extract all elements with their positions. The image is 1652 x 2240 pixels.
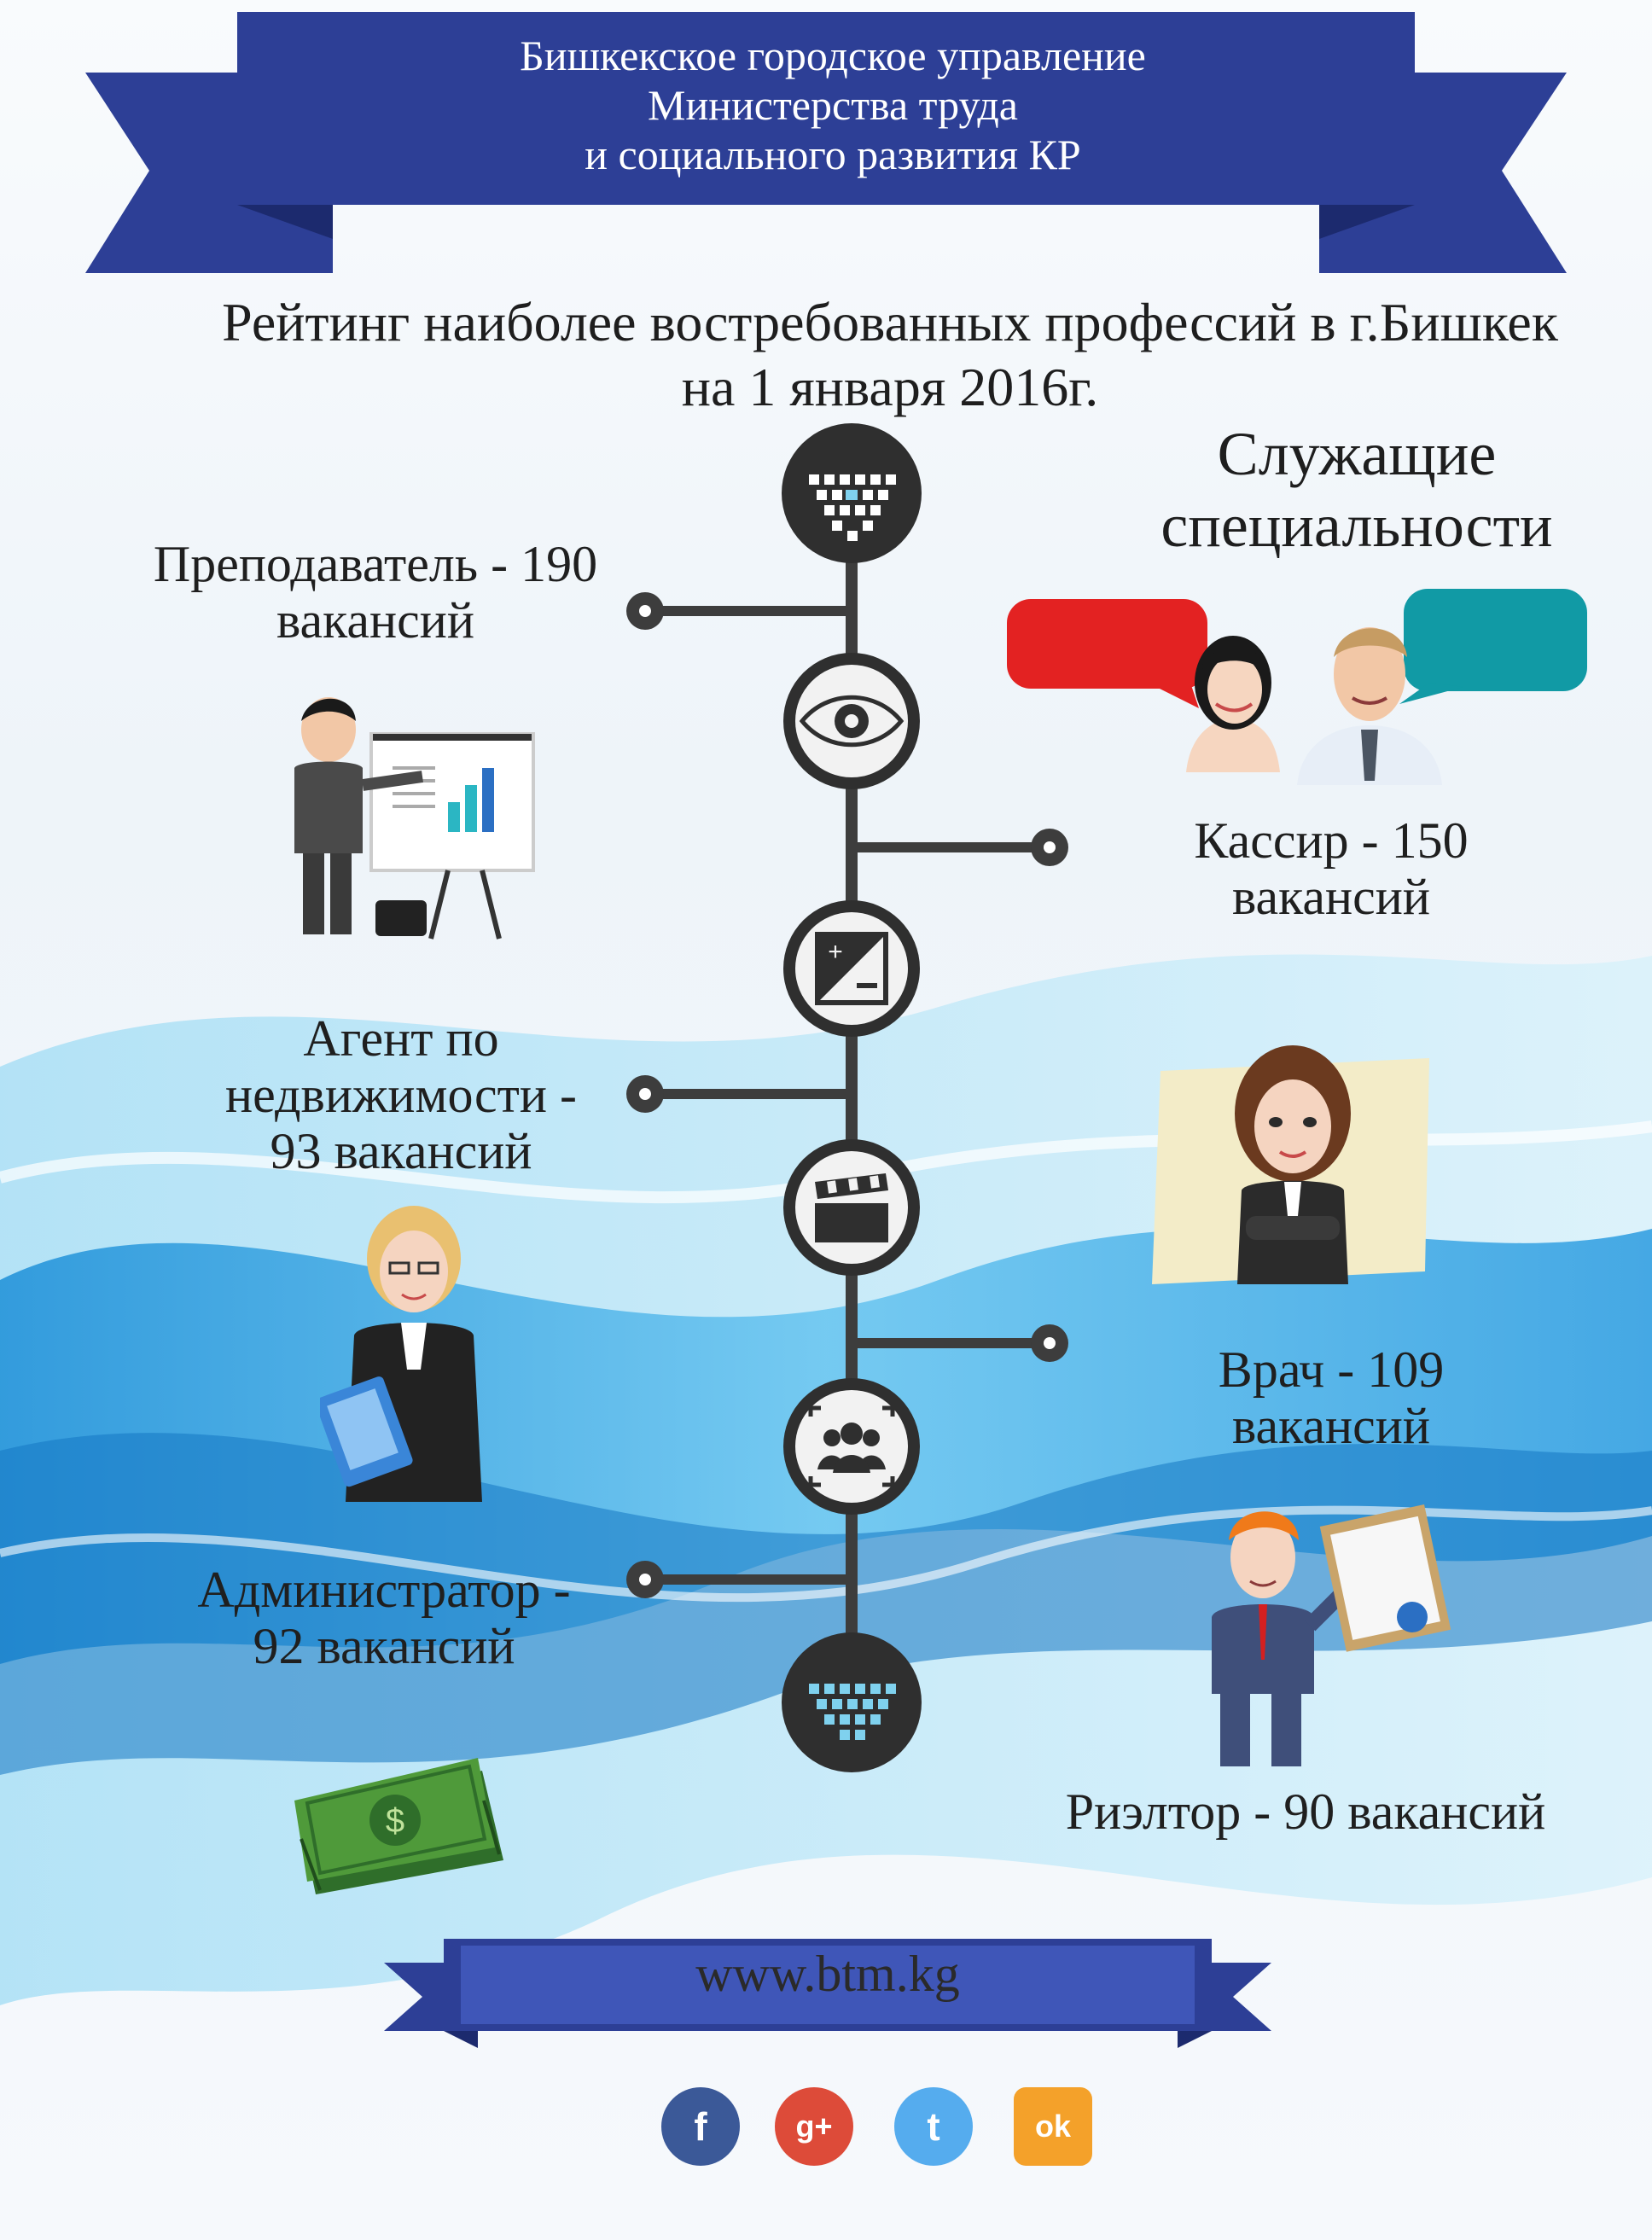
- header-line-3: и социального развития КР: [585, 131, 1081, 178]
- exposure-icon: +: [783, 900, 920, 1037]
- footer-ribbon: [384, 1939, 1271, 2048]
- profession-realtor: Риэлтор - 90 вакансий: [1065, 1783, 1546, 1840]
- svg-text:$: $: [386, 1802, 404, 1840]
- profession-doctor: Врач - 109 вакансий: [1218, 1341, 1445, 1454]
- arrow-down-icon: [782, 423, 922, 563]
- header-ribbon: [85, 12, 1567, 273]
- eye-icon: [783, 653, 920, 789]
- twitter-icon[interactable]: t: [894, 2087, 973, 2166]
- title-line-2: на 1 января 2016г.: [681, 357, 1099, 417]
- speaking-people-illustration: [1007, 589, 1587, 785]
- title-line-1: Рейтинг наиболее востребованных професси…: [222, 292, 1558, 352]
- profession-real-estate-agent: Агент по недвижимости - 93 вакансий: [225, 1010, 577, 1179]
- profession-cashier: Кассир - 150 вакансий: [1194, 812, 1469, 925]
- clapperboard-icon: [783, 1139, 920, 1276]
- man-certificate-illustration: [1212, 1504, 1451, 1766]
- page-title: Рейтинг наиболее востребованных професси…: [128, 290, 1652, 420]
- money-illustration: $: [294, 1758, 503, 1894]
- website-link[interactable]: www.btm.kg: [695, 1946, 960, 2002]
- timeline-connectors: [638, 606, 1050, 1585]
- odnoklassniki-icon[interactable]: ok: [1014, 2087, 1092, 2166]
- group-icon: [783, 1378, 920, 1515]
- category-heading: Служащие специальности: [1160, 420, 1553, 560]
- businesswoman-illustration: [320, 1206, 482, 1502]
- profession-teacher: Преподаватель - 190 вакансий: [153, 536, 598, 649]
- facebook-icon[interactable]: f: [661, 2087, 740, 2166]
- header-text: Бишкекское городское управление Министер…: [236, 31, 1430, 179]
- timeline-endpoints: [626, 592, 1068, 1598]
- arrow-down-icon-bottom: [782, 1632, 922, 1772]
- teacher-illustration: [294, 697, 535, 940]
- header-line-1: Бишкекское городское управление: [520, 32, 1146, 79]
- svg-text:+: +: [828, 938, 843, 966]
- woman-illustration: [1152, 1045, 1429, 1284]
- google-plus-icon[interactable]: g+: [775, 2087, 853, 2166]
- profession-administrator: Администратор - 92 вакансий: [197, 1562, 571, 1674]
- header-line-2: Министерства труда: [648, 81, 1018, 129]
